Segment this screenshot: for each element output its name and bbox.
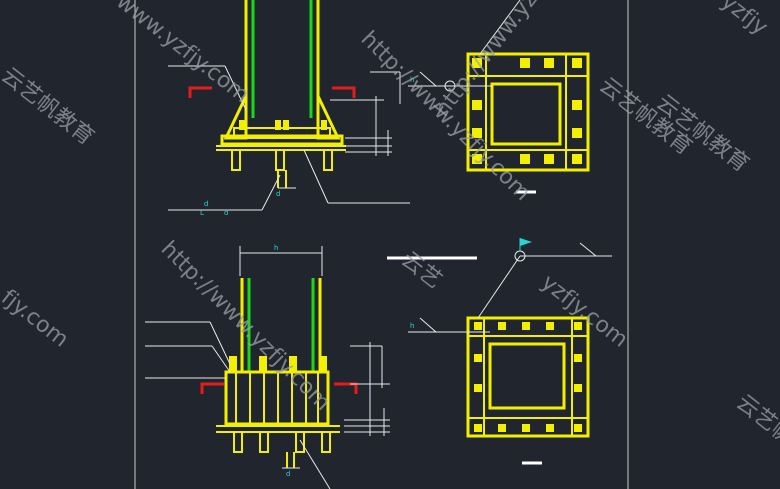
lower-column-base-elevation: h bbox=[145, 244, 390, 489]
watermark-text: yzfjy bbox=[716, 0, 772, 40]
label-h-lower: h bbox=[274, 244, 278, 252]
watermark-layer: www.yzfjy.com http://www.yzfjy.com 云艺帆教育… bbox=[0, 0, 780, 477]
watermark-text: fjy.com bbox=[0, 285, 73, 353]
watermark-text: 云艺 bbox=[396, 247, 446, 294]
watermark-text: 云艺帆教育 bbox=[0, 63, 98, 150]
lower-base-plate-plan: h bbox=[408, 238, 612, 465]
label-d-lower-bolt: d bbox=[286, 470, 290, 478]
label-d-upper: d bbox=[204, 200, 208, 208]
watermark-text: http://www.yzfjy.com bbox=[156, 237, 335, 416]
upper-column-base-elevation: d d L d bbox=[168, 0, 410, 217]
label-h-plan-lower: h bbox=[410, 322, 414, 330]
upper-base-plate-plan: h bbox=[408, 0, 590, 194]
sheet-frame bbox=[134, 0, 629, 489]
label-d-upper-bolt: d bbox=[276, 190, 280, 198]
watermark-text: yzfjy.com bbox=[536, 270, 632, 353]
label-d2-upper: d bbox=[224, 209, 228, 217]
watermark-text: 云艺帆教育 bbox=[731, 390, 780, 477]
label-h-plan-upper: h bbox=[410, 76, 414, 84]
watermark-text: www.yzfjy.com bbox=[111, 0, 253, 108]
label-L-upper: L bbox=[200, 209, 204, 217]
